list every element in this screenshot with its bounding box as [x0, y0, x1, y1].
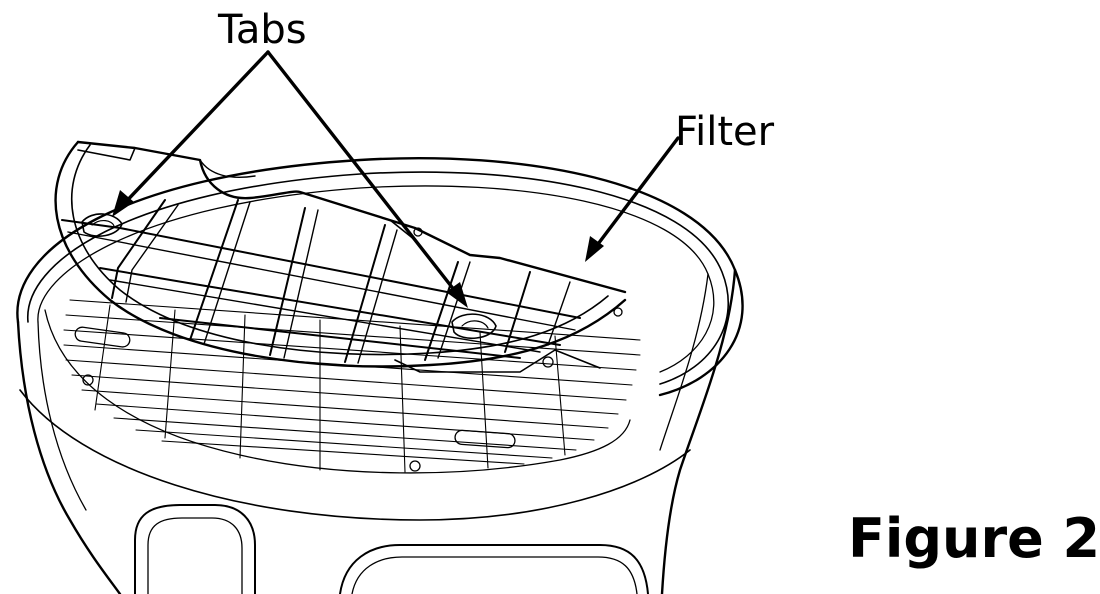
- handle-recess: [134, 504, 256, 594]
- filter-part: [54, 140, 627, 373]
- filter-label: Filter: [675, 109, 775, 155]
- filter-arrowhead: [585, 236, 604, 262]
- figure-caption: Figure 2: [848, 507, 1100, 570]
- vent-grate: [44, 227, 641, 474]
- right-tab: [451, 313, 497, 339]
- filter-arrow: [590, 136, 680, 254]
- tabs-arrowhead-right: [446, 282, 468, 308]
- tabs-label: Tabs: [218, 7, 307, 53]
- tabs-arrow-left: [118, 50, 270, 210]
- left-tab: [81, 213, 123, 237]
- tabs-arrowhead-left: [112, 190, 134, 217]
- filter-outer-edge: [54, 140, 627, 368]
- outer-rim: [16, 157, 744, 397]
- callout-arrows: [118, 50, 680, 302]
- filter-installation-diagram: [16, 50, 744, 594]
- tabs-arrow-right: [266, 50, 464, 302]
- appliance-body: [16, 157, 744, 594]
